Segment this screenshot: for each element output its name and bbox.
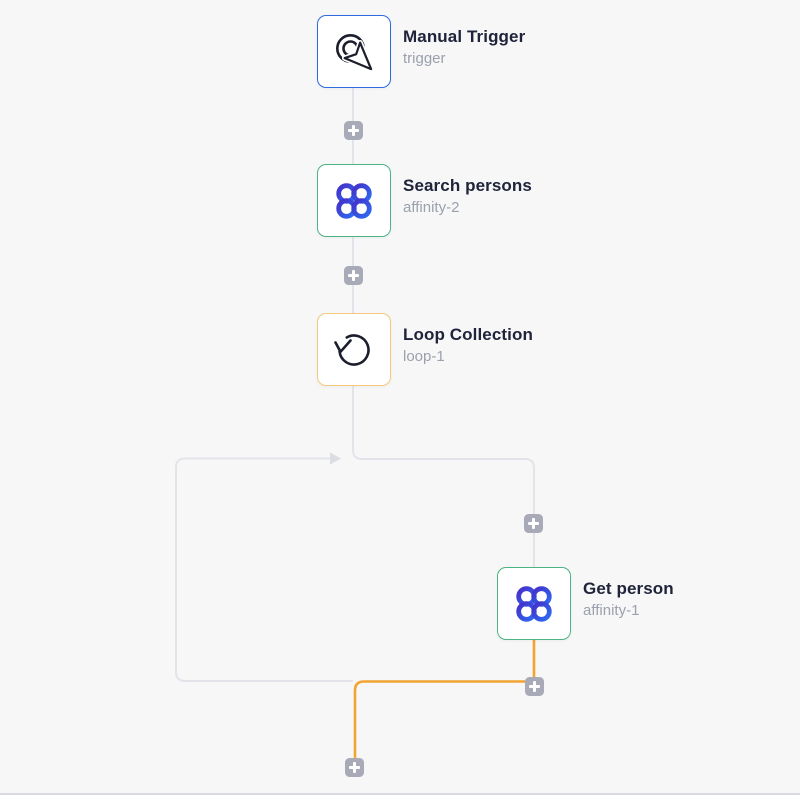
add-step-button-3[interactable]: [524, 514, 543, 533]
node-manual-trigger[interactable]: Manual Trigger trigger: [317, 15, 525, 88]
node-get-person-label: Get person affinity-1: [583, 567, 674, 621]
connector-loop-getperson: [352, 385, 535, 568]
loopback-arrowhead-icon: [330, 452, 341, 465]
connector-getperson-exit: [353, 636, 536, 759]
node-subtitle: affinity-1: [583, 602, 640, 619]
node-title: Loop Collection: [403, 325, 533, 344]
node-manual-trigger-label: Manual Trigger trigger: [403, 15, 525, 69]
node-title: Manual Trigger: [403, 27, 526, 46]
node-loop-collection[interactable]: Loop Collection loop-1: [317, 313, 533, 386]
node-title: Search persons: [403, 176, 532, 195]
add-step-button-2[interactable]: [344, 266, 363, 285]
node-get-person-box: [497, 567, 571, 640]
connector-loopback: [175, 457, 353, 682]
add-step-button-4[interactable]: [525, 677, 544, 696]
affinity-icon: [516, 585, 552, 622]
node-get-person[interactable]: Get person affinity-1: [497, 567, 674, 640]
loop-icon: [334, 333, 370, 366]
add-step-button-1[interactable]: [344, 121, 363, 140]
node-manual-trigger-box: [317, 15, 391, 88]
panel-bottom-edge: [0, 793, 800, 795]
manual-trigger-icon: [336, 33, 374, 72]
node-title: Get person: [583, 579, 674, 598]
node-subtitle: affinity-2: [403, 199, 460, 216]
add-step-button-5[interactable]: [345, 758, 364, 777]
node-subtitle: loop-1: [403, 348, 445, 365]
node-loop-collection-box: [317, 313, 391, 386]
node-subtitle: trigger: [403, 50, 446, 67]
node-search-persons-box: [317, 164, 391, 237]
node-loop-collection-label: Loop Collection loop-1: [403, 313, 533, 367]
affinity-icon: [336, 182, 372, 219]
node-search-persons-label: Search persons affinity-2: [403, 164, 532, 218]
node-search-persons[interactable]: Search persons affinity-2: [317, 164, 532, 237]
